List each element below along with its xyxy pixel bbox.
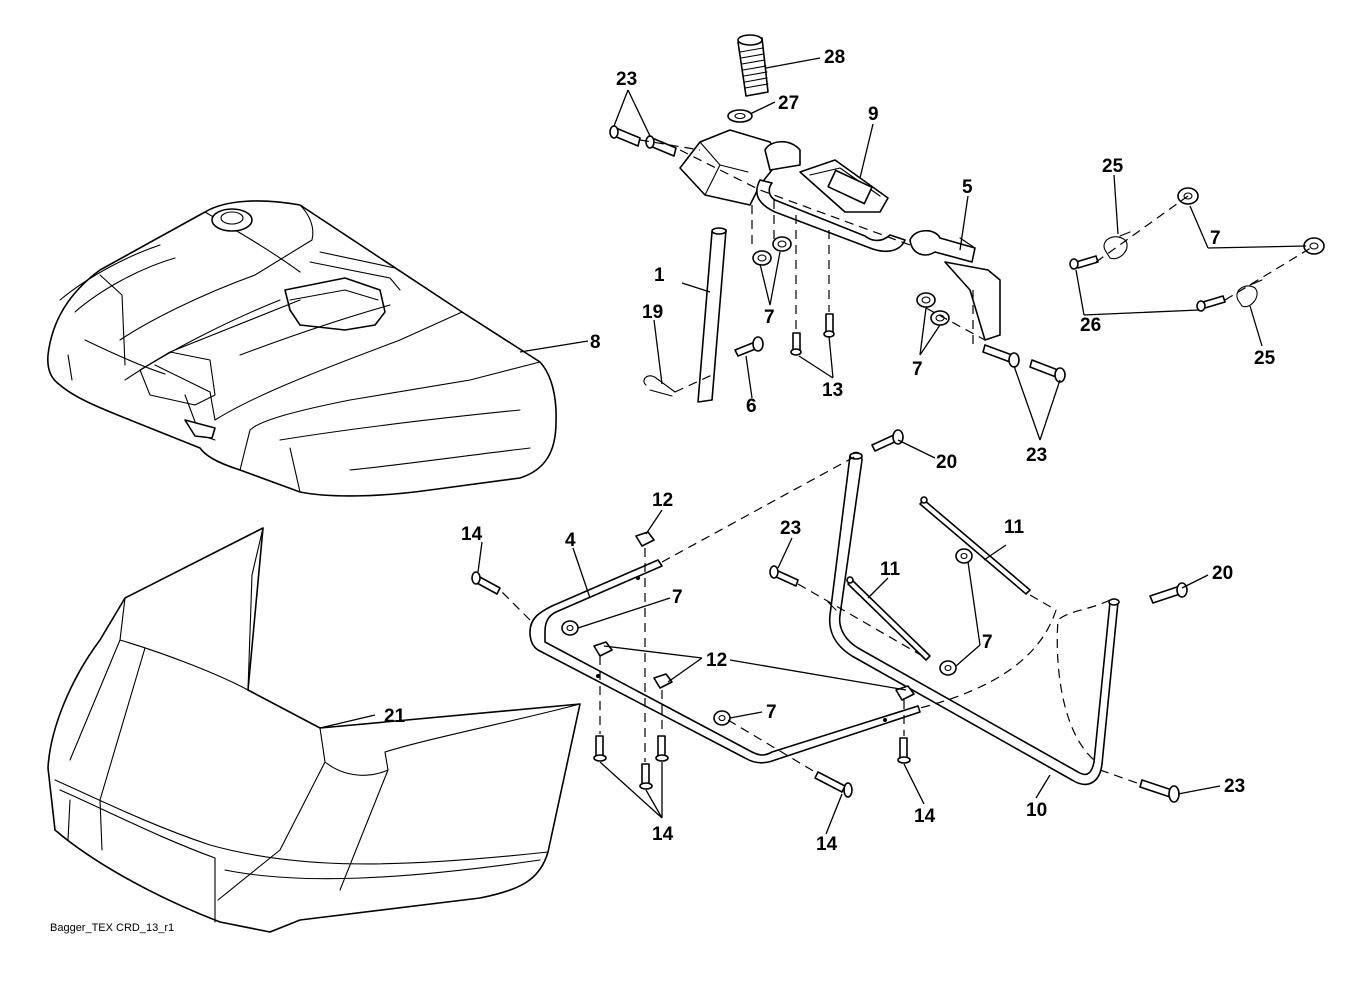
callout-7-lever: 7 [912,359,923,380]
clevis-pin [734,336,764,357]
lever-rod [909,229,1001,341]
callout-23-bottom: 23 [1224,776,1245,797]
callout-10: 10 [1026,800,1047,821]
callout-1: 1 [654,265,665,286]
handle-grip [737,34,769,97]
right-fasteners [1069,187,1325,312]
callout-14-bottom-center: 14 [816,834,838,855]
callout-labels: 28 27 23 9 5 25 7 1 19 7 26 25 8 6 13 7 … [384,47,1276,855]
callout-25-top: 25 [1102,156,1124,177]
grass-bag [47,527,581,933]
handle-lever [679,129,906,253]
callout-11-center: 11 [880,559,901,580]
callout-25-bottom: 25 [1254,348,1276,369]
washer [727,109,753,123]
callout-28: 28 [824,47,845,68]
callout-9: 9 [868,104,879,125]
callout-27: 27 [778,93,799,114]
callout-14-bottom-left: 14 [652,824,674,845]
assembly-lines [499,139,1315,785]
hairpin-clip [643,375,676,397]
callout-23-right: 23 [1026,445,1047,466]
callout-11-right: 11 [1004,517,1025,538]
collector-lid [47,200,557,497]
callout-7-frame-left: 7 [672,587,683,608]
callout-21: 21 [384,706,406,727]
callout-14-bottom-right: 14 [914,806,936,827]
callout-7-right: 7 [1210,228,1221,249]
callout-7-frame-bottom: 7 [766,702,777,723]
lower-frame [471,429,1188,803]
callout-13: 13 [822,380,843,401]
nuts-and-bolts-center [752,236,1066,383]
callout-23-frame: 23 [780,518,801,539]
callout-20-top: 20 [936,452,957,473]
callout-19: 19 [642,302,663,323]
callout-4: 4 [565,530,576,551]
callout-5: 5 [962,177,973,198]
callout-6: 6 [746,396,757,417]
callout-14-left: 14 [461,524,483,545]
callout-12-bottom: 12 [706,650,727,671]
callout-20-right: 20 [1212,563,1233,584]
pivot-tube [697,227,727,403]
drawing-caption: Bagger_TEX CRD_13_r1 [50,922,174,934]
callout-26: 26 [1080,315,1101,336]
callout-23-top: 23 [616,69,637,90]
callout-7-frame-right: 7 [982,632,993,653]
callout-12-top: 12 [652,490,673,511]
callout-8: 8 [590,332,601,353]
leader-lines [319,57,1307,835]
callout-7-center: 7 [764,307,775,328]
